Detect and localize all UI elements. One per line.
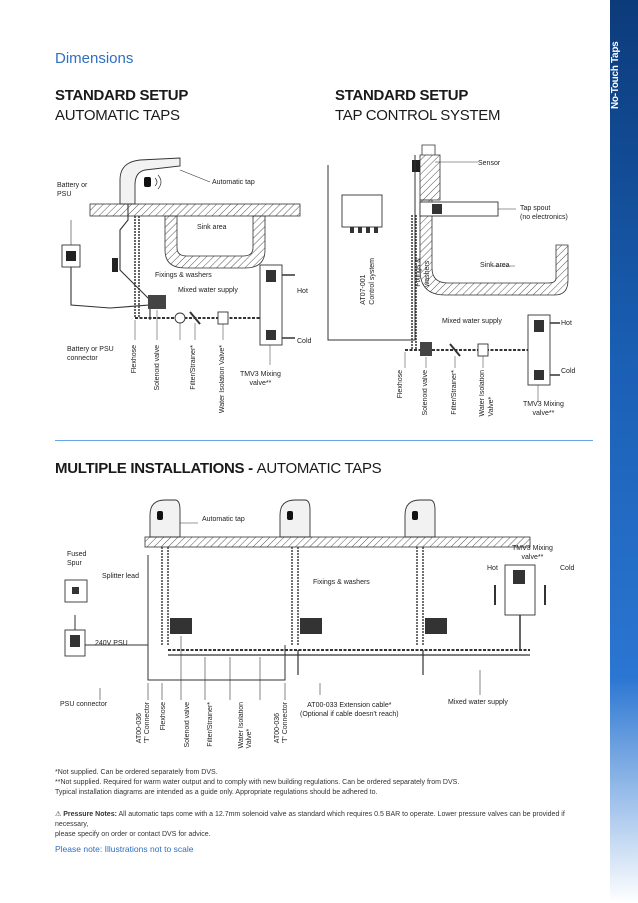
label-hot: Hot xyxy=(561,320,572,327)
label-psu: 240V PSU xyxy=(95,640,128,647)
label-cold: Cold xyxy=(560,565,575,572)
right-title-bold: STANDARD SETUP xyxy=(335,87,469,104)
sink-bowl xyxy=(164,215,266,269)
label-tmv: TMV3 Mixing valve** xyxy=(240,371,281,387)
sink-bowl xyxy=(419,199,569,296)
label-psu-connector: PSU connector xyxy=(60,701,108,708)
label-sink-area: Sink area xyxy=(480,262,510,269)
warning-icon: ⚠ xyxy=(55,811,64,818)
label-tmv: TMV3 Mixing valve** xyxy=(523,401,564,417)
side-tab-label: No-Touch Taps xyxy=(610,41,621,109)
label-sensor: Sensor xyxy=(478,160,501,167)
solenoid-icon xyxy=(148,295,166,309)
note-1: *Not supplied. Can be ordered separately… xyxy=(55,769,218,776)
multi-title: MULTIPLE INSTALLATIONS - AUTOMATIC TAPS xyxy=(55,460,382,477)
please-note: Please note: Illustrations not to scale xyxy=(55,844,194,854)
tap-2-icon xyxy=(279,499,311,538)
label-filter: Filter/Strainer* xyxy=(207,702,214,747)
tap-spout-icon xyxy=(419,201,499,217)
label-mixed-supply: Mixed water supply xyxy=(442,318,502,325)
tap-sensor-icon xyxy=(144,177,151,187)
multi-diagram xyxy=(64,499,546,700)
label-tap-spout: Tap spout (no electronics) xyxy=(520,205,568,221)
label-cold: Cold xyxy=(561,368,576,375)
label-water-isolation: Water Isolation Valve* xyxy=(219,345,226,414)
label-flexhose: Flexhose xyxy=(160,702,167,731)
label-water-isolation: Water Isolation Valve* xyxy=(479,370,495,417)
label-control-system: AT07-001 Control system xyxy=(360,258,376,305)
multi-title-bold: MULTIPLE INSTALLATIONS - xyxy=(55,460,257,477)
label-water-isolation: Water Isolation Valve* xyxy=(238,702,253,749)
left-title-bold: STANDARD SETUP xyxy=(55,87,189,104)
pressure-notes-text-2: please specify on order or contact DVS f… xyxy=(55,831,211,838)
label-fixings: Fixings & washers xyxy=(415,258,431,287)
label-auto-tap: Automatic tap xyxy=(202,516,245,523)
label-fixings: Fixings & washers xyxy=(155,272,212,279)
label-mixed-supply: Mixed water supply xyxy=(448,699,508,706)
label-auto-tap: Automatic tap xyxy=(212,179,255,186)
label-tmv: TMV3 Mixing valve** xyxy=(512,545,553,561)
counter xyxy=(144,536,531,548)
label-filter: Filter/Strainer* xyxy=(451,370,458,415)
label-flexhose: Flexhose xyxy=(397,370,404,399)
label-battery: Battery or PSU xyxy=(57,182,88,198)
right-diagram xyxy=(327,144,569,402)
label-flexhose: Flexhose xyxy=(131,345,138,374)
left-title-regular: AUTOMATIC TAPS xyxy=(55,107,180,124)
pressure-notes: ⚠ Pressure Notes: All automatic taps com… xyxy=(55,810,600,840)
label-extension-cable: AT00-033 Extension cable* (Optional if c… xyxy=(300,702,399,718)
note-2: **Not supplied. Required for warm water … xyxy=(55,779,460,786)
label-battery-connector: Battery or PSU connector xyxy=(67,346,114,362)
label-splitter: Splitter lead xyxy=(102,573,139,580)
automatic-tap-icon xyxy=(119,157,181,205)
pressure-notes-text: All automatic taps come with a 12.7mm so… xyxy=(55,811,565,828)
tap-1-icon xyxy=(149,499,181,538)
label-hot: Hot xyxy=(297,288,308,295)
right-title-regular: TAP CONTROL SYSTEM xyxy=(335,107,501,124)
label-fixings: Fixings & washers xyxy=(313,579,370,586)
multi-title-regular: AUTOMATIC TAPS xyxy=(256,460,382,477)
tmv-valve-icon xyxy=(259,264,283,346)
label-solenoid: Solenoid valve xyxy=(422,370,429,416)
section-divider xyxy=(55,440,593,441)
label-solenoid: Solenoid valve xyxy=(184,702,191,748)
label-solenoid: Solenoid valve xyxy=(154,345,161,391)
label-filter: Filter/Strainer* xyxy=(190,345,197,390)
left-diagram xyxy=(61,157,301,365)
label-cold: Cold xyxy=(297,338,312,345)
counter xyxy=(89,203,301,217)
tmv-valve-icon xyxy=(527,314,551,386)
footer-notes: *Not supplied. Can be ordered separately… xyxy=(55,768,595,798)
note-3: Typical installation diagrams are intend… xyxy=(55,789,378,796)
label-hot: Hot xyxy=(487,565,498,572)
sensor-icon xyxy=(412,160,420,172)
label-mixed-supply: Mixed water supply xyxy=(178,287,238,294)
label-sink-area: Sink area xyxy=(197,224,227,231)
control-box-icon xyxy=(341,194,383,228)
label-fused-spur: Fused Spur xyxy=(67,551,87,567)
pressure-notes-label: Pressure Notes: xyxy=(63,811,117,818)
label-t-connector-1: AT00-036 'T' Connector xyxy=(136,702,151,744)
section-label: Dimensions xyxy=(55,50,134,67)
tap-3-icon xyxy=(404,499,436,538)
label-t-connector-2: AT00-036 'T' Connector xyxy=(274,702,289,744)
side-tab-bar xyxy=(610,0,638,903)
